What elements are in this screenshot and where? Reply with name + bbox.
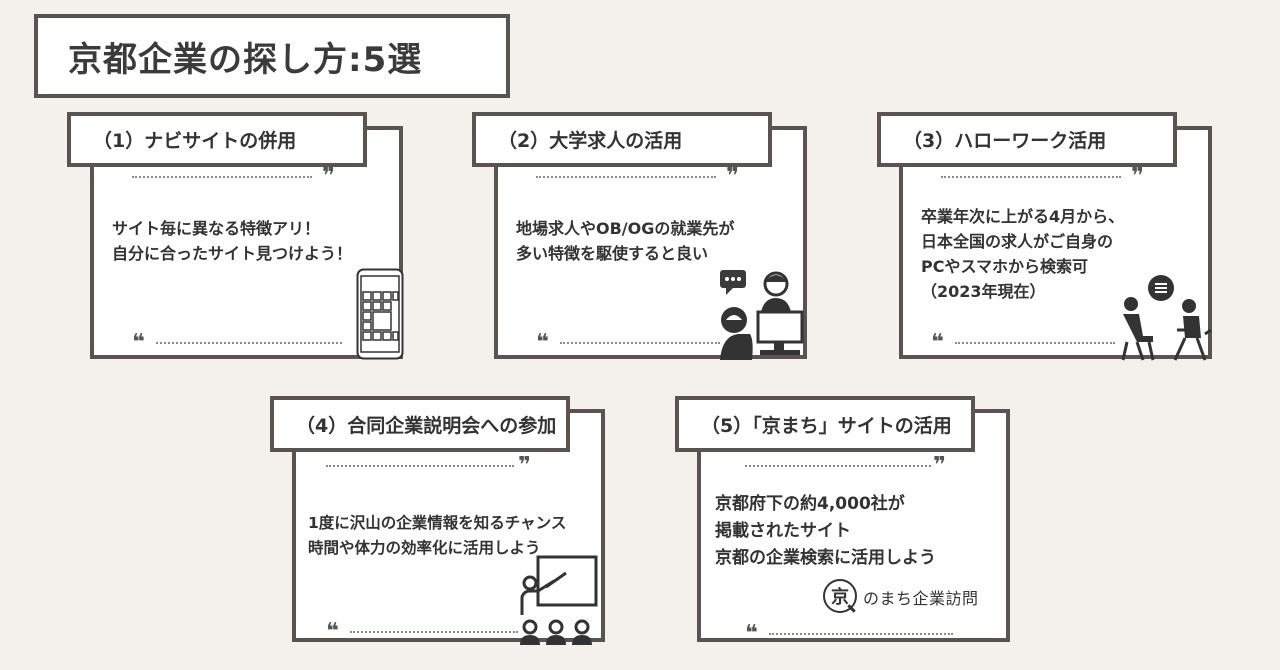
card-text-line: 掲載されたサイト	[715, 521, 851, 541]
card-text-line: 1度に沢山の企業情報を知るチャンス	[308, 514, 567, 532]
dotted-divider	[156, 342, 342, 344]
card-text-line: PCやスマホから検索可	[921, 257, 1088, 276]
card-title-kyomachi-site: （5）「京まち」サイトの活用	[675, 396, 975, 452]
card-text-line: 時間や体力の効率化に活用しよう	[308, 539, 541, 557]
dotted-divider	[132, 176, 312, 178]
logo-text: のまち企業訪問	[863, 589, 979, 608]
card-text-line: 地場求人やOB/OGの就業先が	[516, 219, 735, 238]
presentation-icon	[520, 555, 598, 645]
card-title-navi-site: （1）ナビサイトの併用	[67, 112, 367, 167]
card-title-hello-work: （3）ハローワーク活用	[877, 112, 1177, 167]
close-quote-icon: ❞	[322, 164, 335, 189]
smartphone-icon	[356, 268, 404, 360]
close-quote-icon: ❞	[518, 453, 531, 478]
consultation-icon	[720, 270, 804, 360]
kyomachi-logo: 京 のまち企業訪問	[823, 579, 979, 615]
close-quote-icon: ❞	[726, 164, 739, 189]
open-quote-icon: ❝	[745, 621, 758, 646]
open-quote-icon: ❝	[536, 330, 549, 355]
open-quote-icon: ❝	[326, 619, 339, 644]
card-text-line: 多い特徴を駆使すると良い	[516, 244, 709, 263]
card-text-line: 卒業年次に上がる4月から、	[921, 207, 1125, 226]
open-quote-icon: ❝	[132, 330, 145, 355]
card-description: 京都府下の約4,000社が 掲載されたサイト 京都の企業検索に活用しよう	[715, 491, 936, 572]
card-text-line: （2023年現在）	[921, 282, 1046, 301]
dotted-divider	[326, 465, 514, 467]
card-description: 地場求人やOB/OGの就業先が 多い特徴を駆使すると良い	[516, 216, 734, 266]
close-quote-icon: ❞	[933, 453, 946, 478]
card-title-job-fair: （4）合同企業説明会への参加	[270, 396, 570, 452]
card-text-line: 京都の企業検索に活用しよう	[715, 548, 936, 568]
card-title-university-jobs: （2）大学求人の活用	[472, 112, 772, 167]
card-text-line: 自分に合ったサイト見つけよう！	[112, 244, 353, 263]
dotted-divider	[536, 176, 716, 178]
card-description: 1度に沢山の企業情報を知るチャンス 時間や体力の効率化に活用しよう	[308, 511, 566, 561]
dotted-divider	[560, 342, 720, 344]
dotted-divider	[350, 631, 518, 633]
card-text-line: 京都府下の約4,000社が	[715, 494, 905, 514]
card-description: 卒業年次に上がる4月から、 日本全国の求人がご自身の PCやスマホから検索可 （…	[921, 204, 1124, 304]
open-quote-icon: ❝	[931, 330, 944, 355]
card-description: サイト毎に異なる特徴アリ！ 自分に合ったサイト見つけよう！	[112, 216, 352, 266]
dotted-divider	[745, 465, 931, 467]
interview-icon	[1121, 275, 1212, 361]
close-quote-icon: ❞	[1131, 164, 1144, 189]
page-title: 京都企業の探し方:5選	[34, 14, 510, 98]
dotted-divider	[769, 633, 953, 635]
dotted-divider	[941, 176, 1121, 178]
dotted-divider	[955, 342, 1115, 344]
card-text-line: サイト毎に異なる特徴アリ！	[112, 219, 321, 238]
card-text-line: 日本全国の求人がご自身の	[921, 232, 1114, 251]
